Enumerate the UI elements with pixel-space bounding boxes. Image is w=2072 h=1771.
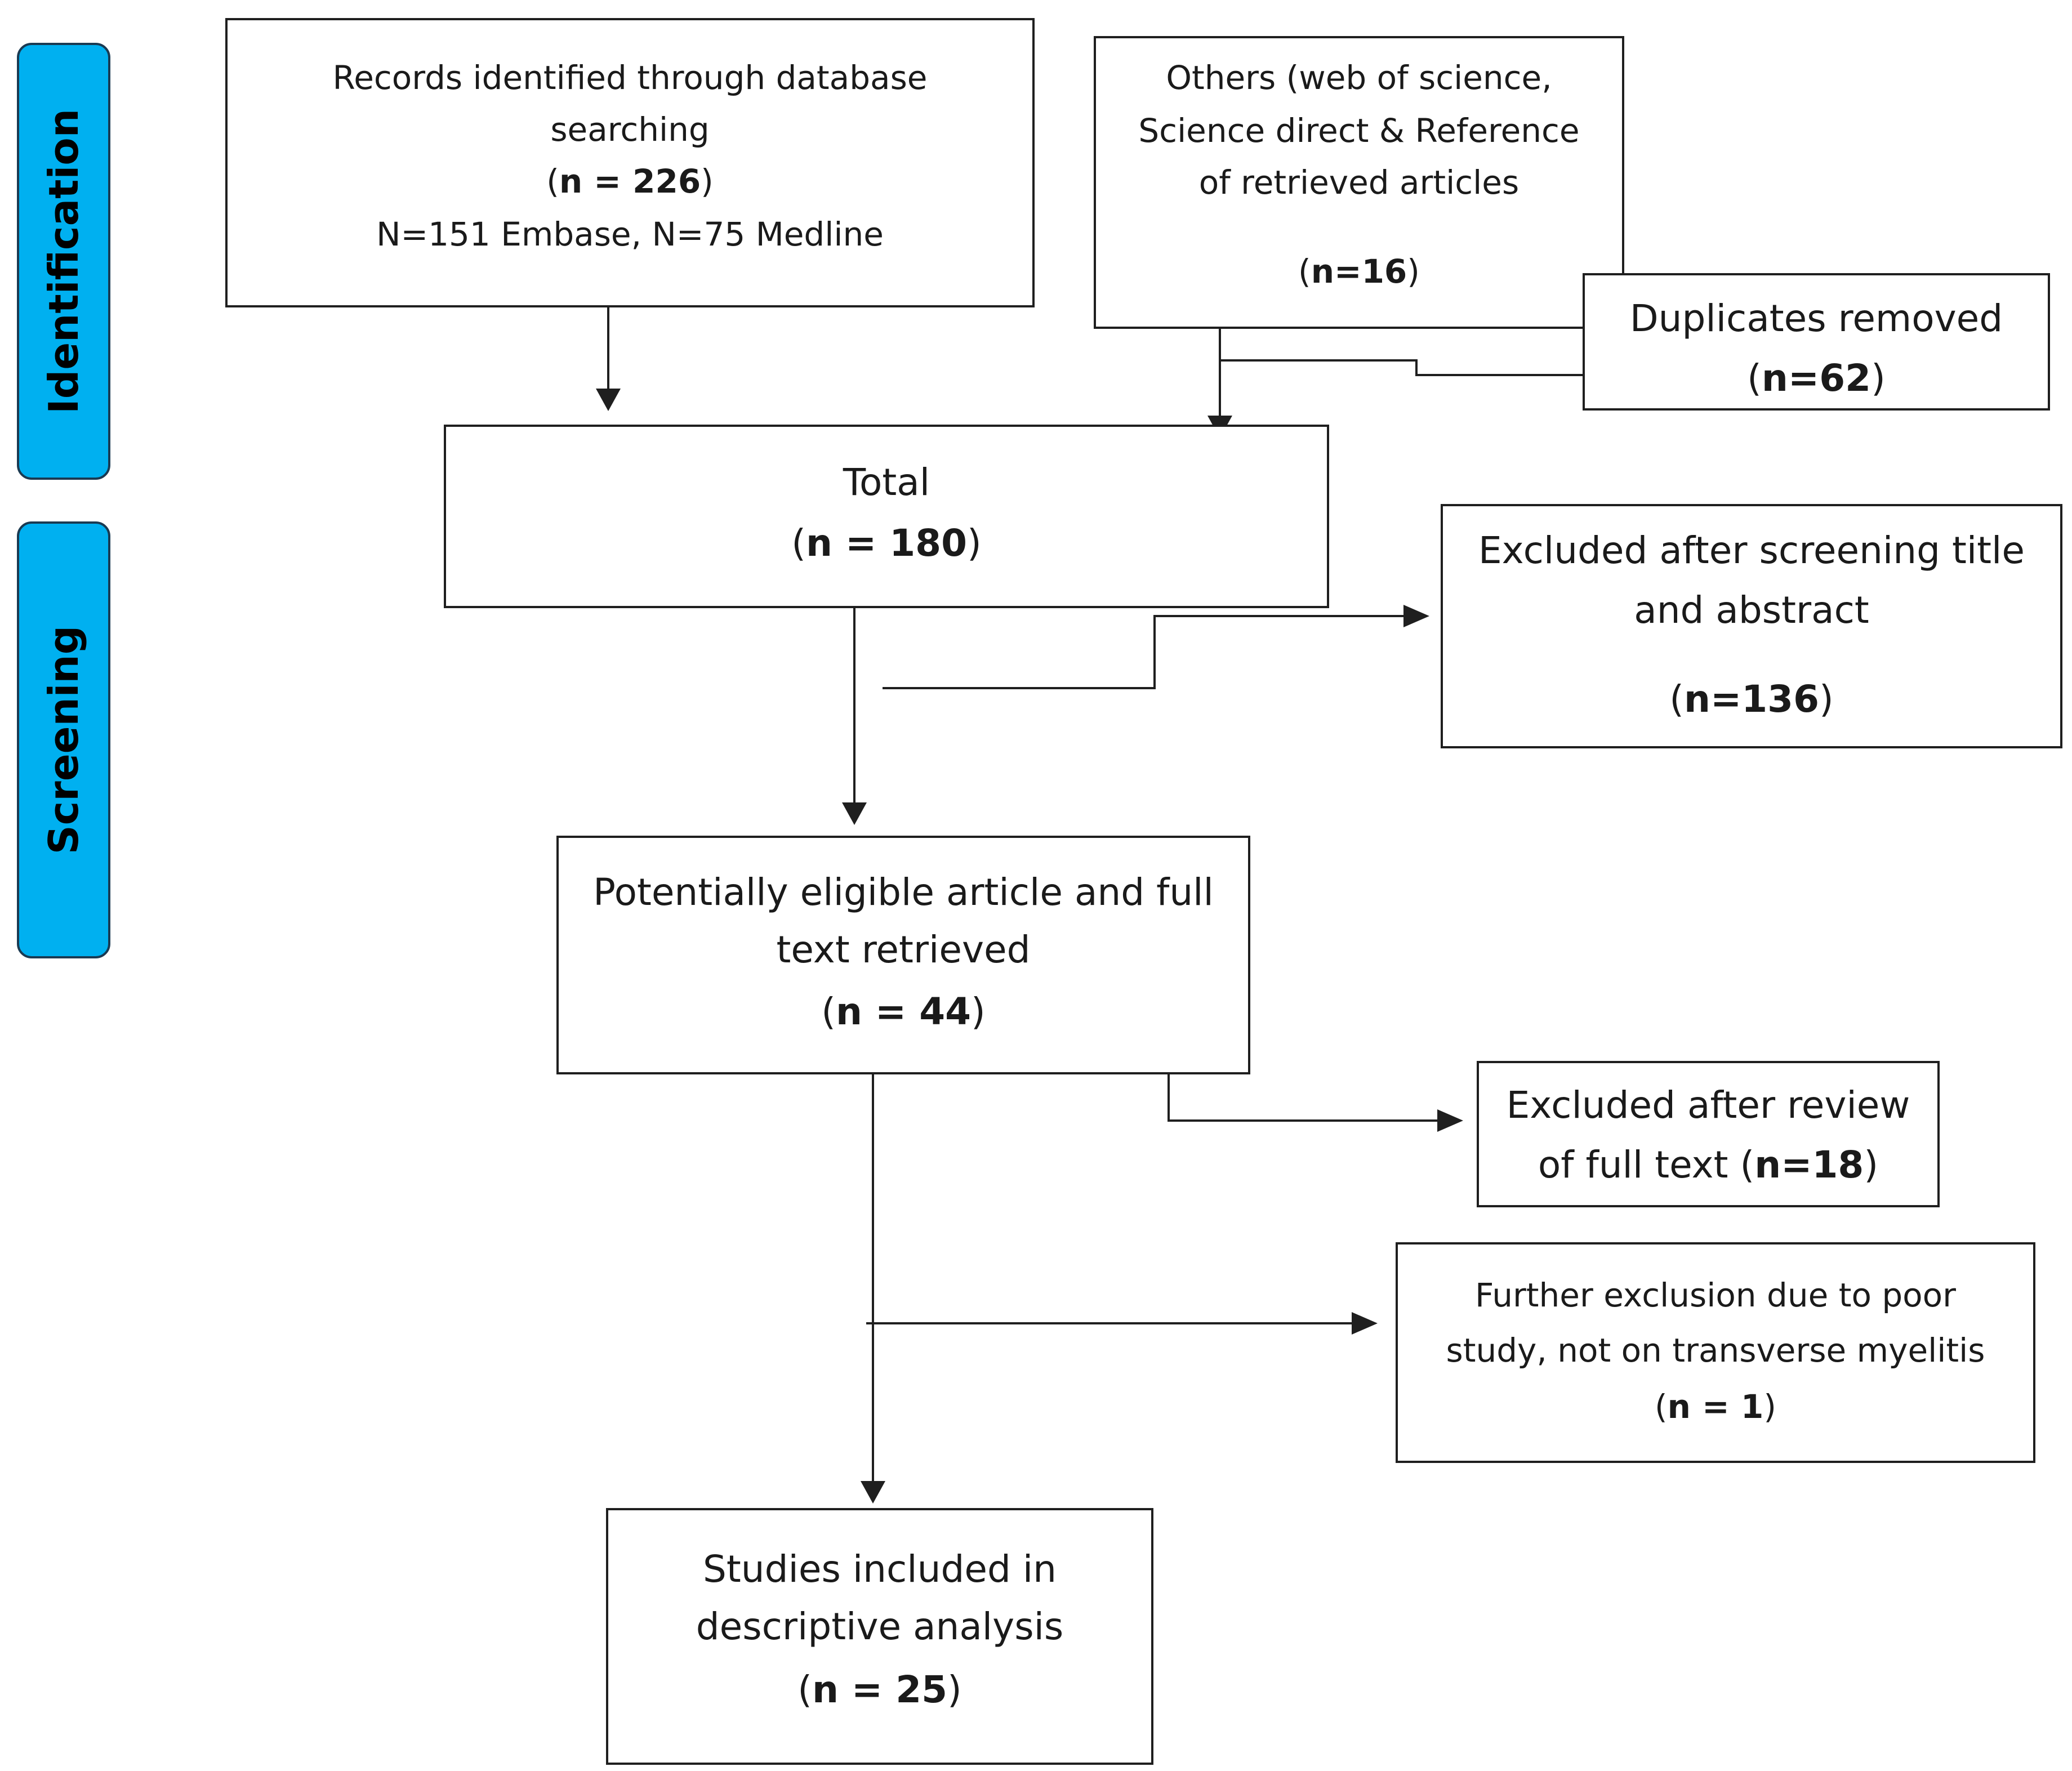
excluded-fulltext-count-value: n=18 [1754,1143,1864,1186]
phase-identification-label: Identification [40,109,87,414]
phase-screening: Screening [17,521,110,958]
total-count: (n = 180) [791,521,982,565]
duplicates-removed-box: Duplicates removed (n=62) [1583,273,2050,411]
included-count-value: n = 25 [812,1668,948,1711]
total-line1: Total [843,461,930,504]
excluded-title-line2: and abstract [1634,588,1869,632]
included-count: (n = 25) [797,1668,962,1711]
records-identified-box: Records identified through database sear… [225,18,1035,307]
others-line3: of retrieved articles [1198,163,1520,202]
records-line2: searching [550,110,710,149]
others-line1: Others (web of science, [1166,59,1552,97]
excluded-fulltext-line1: Excluded after review [1506,1083,1910,1127]
included-line2: descriptive analysis [696,1605,1064,1648]
eligible-count-value: n = 44 [835,990,972,1033]
others-count-value: n=16 [1311,252,1407,291]
excluded-fulltext-box: Excluded after review of full text (n=18… [1477,1061,1940,1207]
arrow-to-excluded-fulltext [1168,1073,1442,1122]
further-exclusion-box: Further exclusion due to poor study, not… [1396,1242,2035,1463]
excluded-fulltext-prefix: of full text [1538,1143,1728,1186]
records-count: (n = 226) [546,162,714,200]
phase-identification: Identification [17,43,110,480]
records-line1: Records identified through database [332,59,928,97]
arrow-to-duplicates [1220,359,1594,376]
arrow-head-excluded-title [1403,605,1429,627]
arrow-head-further [1352,1312,1378,1335]
excluded-fulltext-line2: of full text (n=18) [1538,1143,1879,1186]
excluded-title-count: (n=136) [1669,677,1834,721]
others-line2: Science direct & Reference [1138,111,1580,150]
arrow-head-records [596,389,621,411]
arrow-head-eligible [861,1481,885,1504]
total-box: Total (n = 180) [444,425,1329,608]
duplicates-count: (n=62) [1747,356,1886,400]
further-count: (n = 1) [1655,1388,1776,1426]
duplicates-count-value: n=62 [1761,356,1872,400]
further-line1: Further exclusion due to poor [1475,1276,1956,1314]
excluded-title-count-value: n=136 [1683,677,1820,721]
eligible-count: (n = 44) [821,990,986,1033]
studies-included-box: Studies included in descriptive analysis… [606,1508,1153,1765]
eligible-line2: text retrieved [776,928,1031,971]
others-count: (n=16) [1298,252,1420,291]
arrow-head-total [842,802,867,825]
further-line2: study, not on transverse myelitis [1446,1331,1985,1369]
arrow-head-excluded-fulltext [1437,1109,1463,1132]
duplicates-line1: Duplicates removed [1629,297,2003,340]
records-line4: N=151 Embase, N=75 Medline [376,215,884,253]
eligible-line1: Potentially eligible article and full [593,871,1214,914]
arrow-to-excluded-title [883,615,1408,689]
further-count-value: n = 1 [1667,1388,1764,1426]
phase-screening-label: Screening [40,625,87,855]
others-box: Others (web of science, Science direct &… [1094,36,1624,329]
records-count-value: n = 226 [559,162,701,200]
excluded-title-abstract-box: Excluded after screening title and abstr… [1441,504,2062,748]
included-line1: Studies included in [703,1547,1057,1591]
excluded-title-line1: Excluded after screening title [1478,529,2025,572]
total-count-value: n = 180 [805,521,967,565]
eligible-articles-box: Potentially eligible article and full te… [556,836,1250,1074]
